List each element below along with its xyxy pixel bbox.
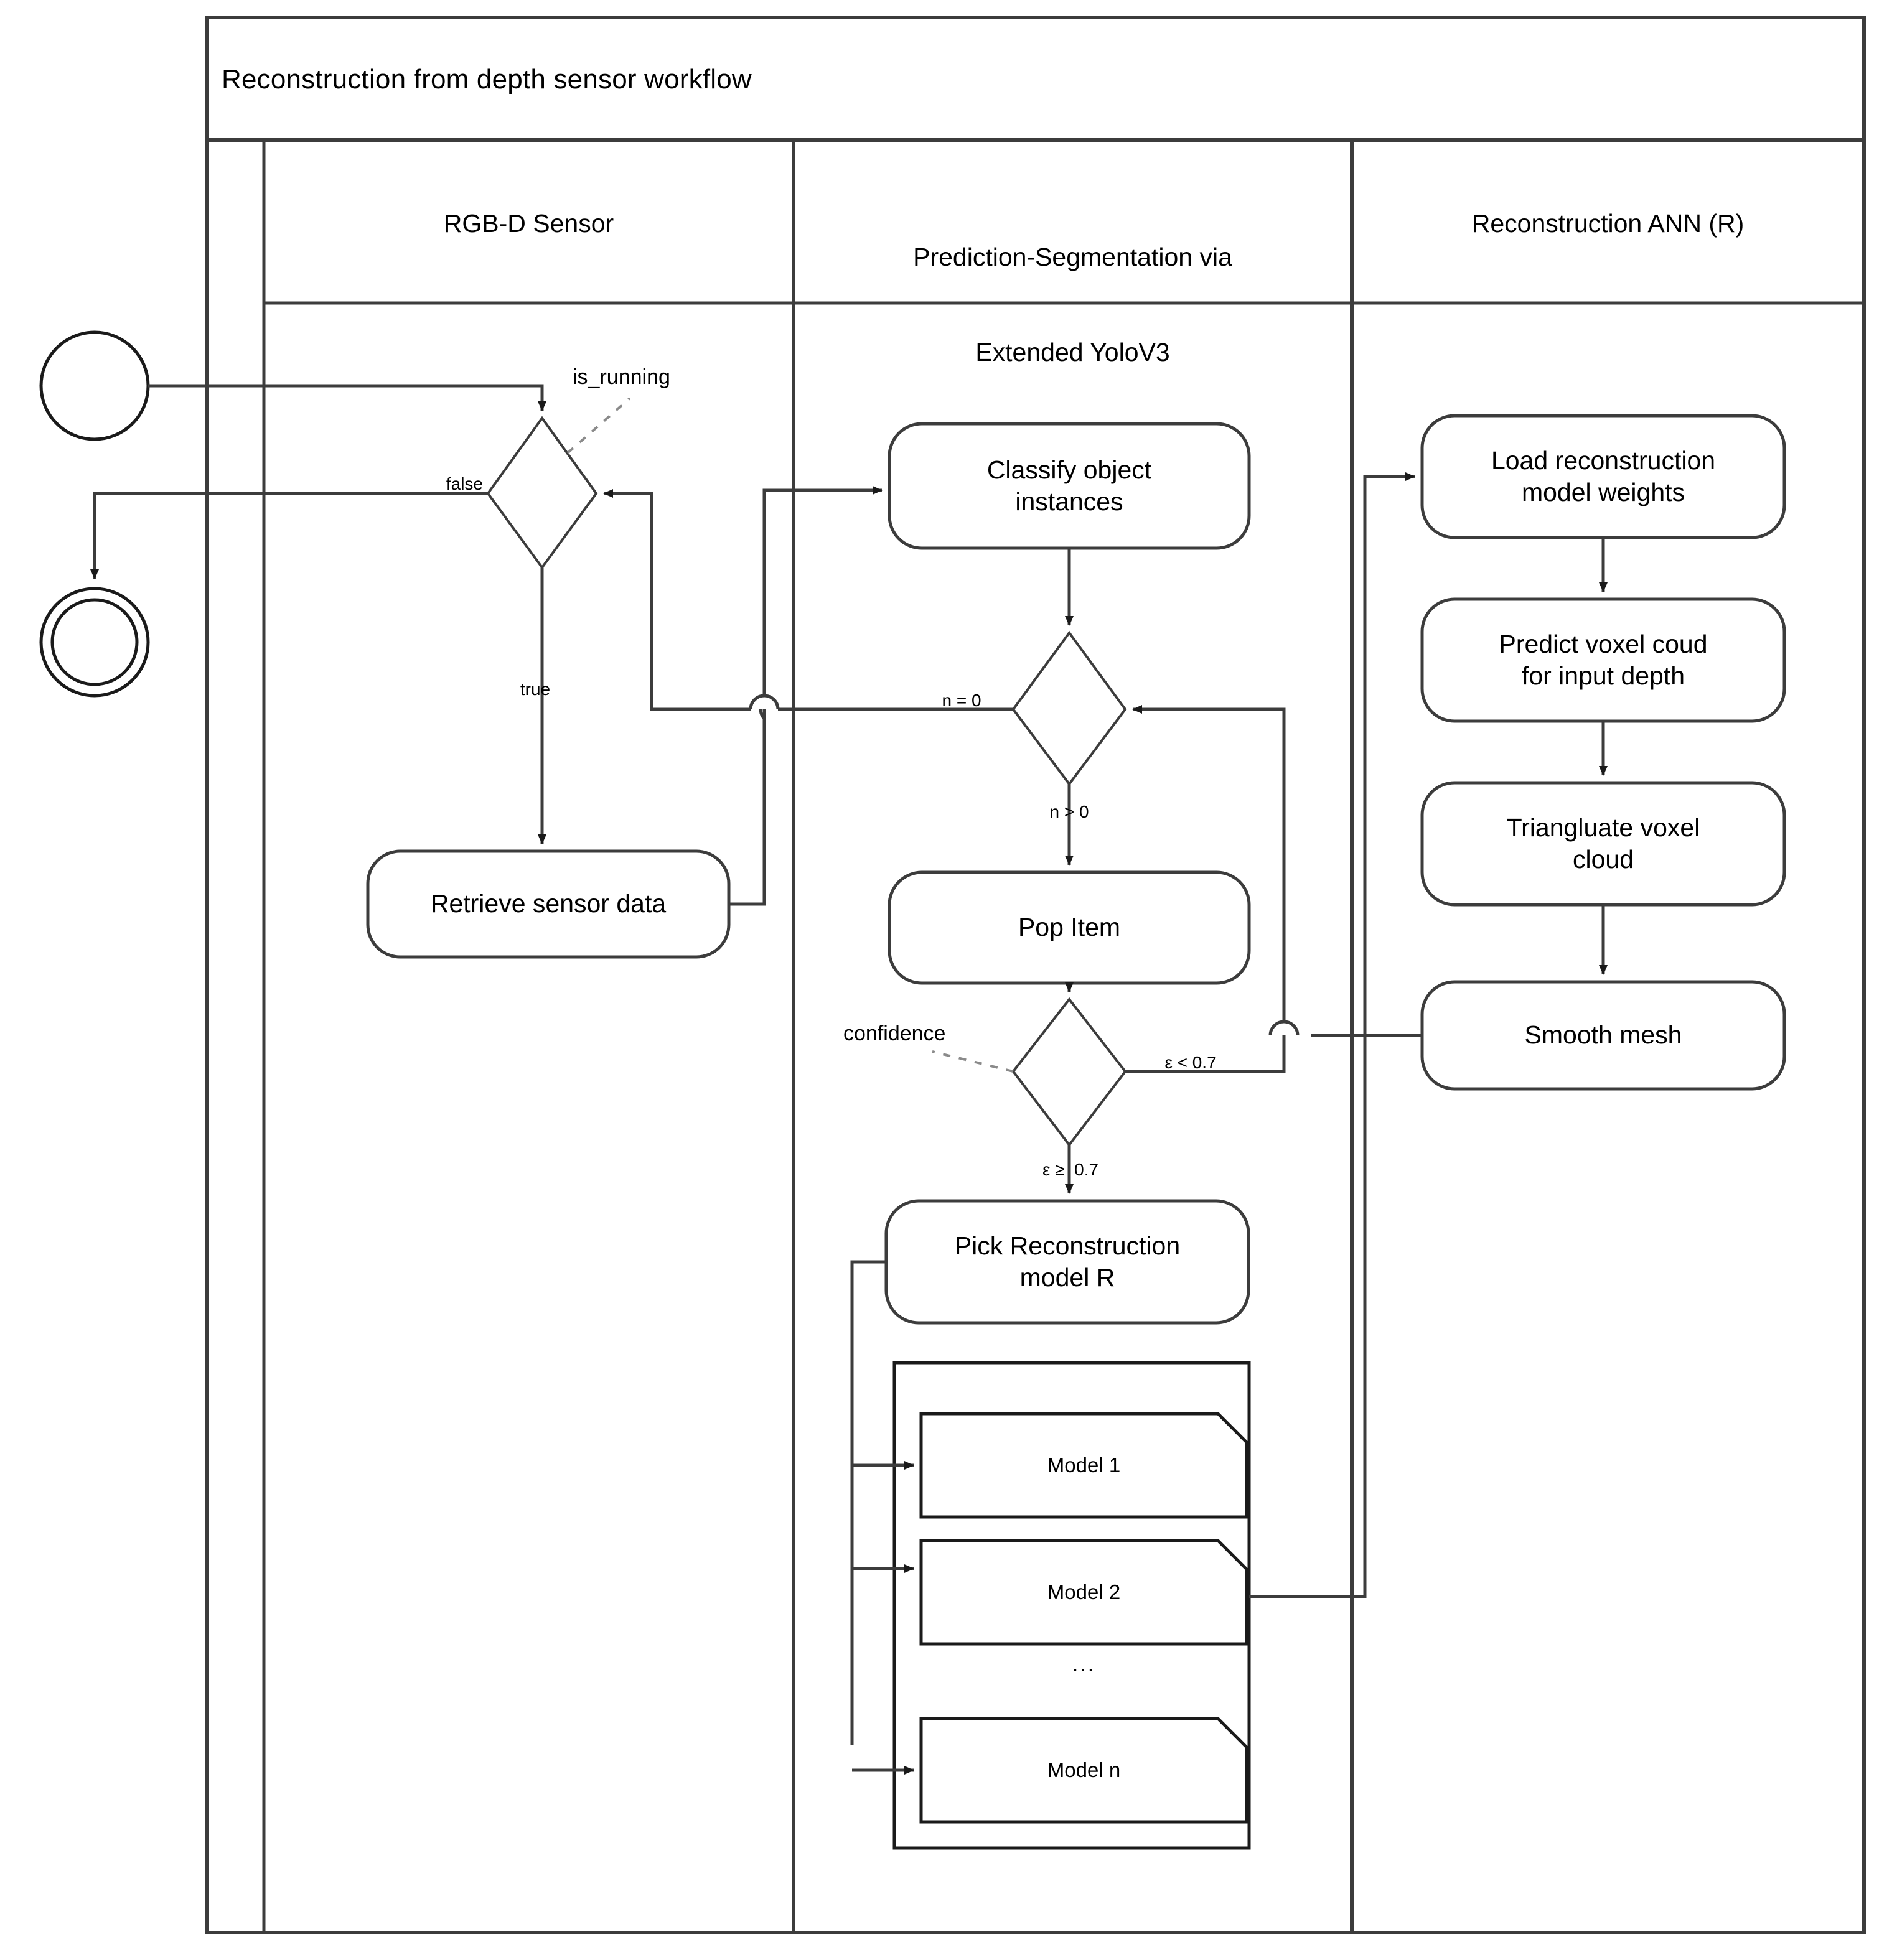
initial-node [39, 330, 150, 441]
edge-label-n-greater-zero: n > 0 [1049, 802, 1089, 821]
load-weights-line1: Load reconstruction [1491, 446, 1716, 475]
activity-label-pick-reconstruction-model: Pick Reconstruction model R [886, 1201, 1248, 1323]
classify-line2: instances [1015, 487, 1123, 516]
load-weights-line2: model weights [1521, 478, 1685, 506]
model-artifact-1 [919, 1412, 1248, 1519]
annotation-confidence: confidence [843, 1022, 946, 1045]
annotation-is-running: is_running [573, 365, 670, 389]
activity-label-smooth-mesh: Smooth mesh [1524, 1020, 1682, 1050]
model-artifact-n [919, 1717, 1248, 1824]
activity-label-load-reconstruction-model-weights: Load reconstruction model weights [1422, 416, 1784, 538]
decision-instance-count [1011, 630, 1127, 786]
lane-header-reconstruction-ann: Reconstruction ANN (R) [1471, 209, 1745, 238]
edge-label-true: true [520, 679, 551, 699]
edge-pick-model-to-models [850, 1260, 914, 1775]
lane-header-rgbd: RGB-D Sensor [443, 209, 614, 238]
decision-confidence [1011, 997, 1127, 1147]
activity-label-triangulate-voxel-cloud: Triangluate voxel cloud [1422, 783, 1784, 905]
model-artifact-label-2: Model 2 [1047, 1580, 1121, 1604]
note-leader-confidence [932, 1050, 1014, 1073]
note-leader-is-running [566, 397, 631, 454]
edge-false-to-final [90, 492, 488, 579]
edge-label-epsilon-less-than: ε < 0.7 [1164, 1053, 1217, 1072]
activity-label-pop-item: Pop Item [1018, 913, 1121, 942]
edge-label-n-equals-zero: n = 0 [942, 691, 981, 710]
model-artifact-label-1: Model 1 [1047, 1454, 1121, 1477]
predict-voxel-line1: Predict voxel coud [1499, 629, 1708, 658]
final-node [39, 587, 150, 698]
triangulate-line1: Triangluate voxel [1506, 813, 1700, 842]
activity-label-predict-voxel-cloud: Predict voxel coud for input depth [1422, 599, 1784, 721]
swimlane-frame [205, 16, 1866, 1934]
edge-retrieve-to-classify [729, 486, 883, 906]
lane-header-prediction-line1: Prediction-Segmentation via [913, 242, 1232, 271]
model-artifact-label-n: Model n [1047, 1758, 1121, 1782]
diagram-title: Reconstruction from depth sensor workflo… [222, 64, 752, 95]
model-artifact-2 [919, 1539, 1248, 1646]
predict-voxel-line2: for input depth [1521, 661, 1685, 690]
classify-line1: Classify object [986, 455, 1152, 484]
edge-smooth-mesh-to-loop [1268, 1020, 1422, 1058]
triangulate-line2: cloud [1572, 845, 1634, 874]
activity-label-classify-object-instances: Classify object instances [889, 424, 1249, 548]
pick-model-line1: Pick Reconstruction [954, 1231, 1181, 1260]
edge-label-epsilon-greater-equal: ε ≥ 0.7 [1042, 1160, 1099, 1179]
edge-n-equals-zero-to-is-running [603, 489, 1013, 711]
model-list-ellipsis: ... [1072, 1652, 1096, 1676]
pick-model-line2: model R [1019, 1263, 1115, 1292]
activity-label-retrieve-sensor-data: Retrieve sensor data [430, 889, 667, 918]
edge-low-confidence-to-count-decision [1125, 705, 1286, 1073]
lane-header-prediction-line2: Extended YoloV3 [975, 338, 1170, 367]
edge-label-false: false [446, 474, 483, 493]
edge-start-to-is-running [148, 384, 546, 411]
lane-header-prediction-segmentation: Prediction-Segmentation via Extended Yol… [794, 177, 1352, 367]
